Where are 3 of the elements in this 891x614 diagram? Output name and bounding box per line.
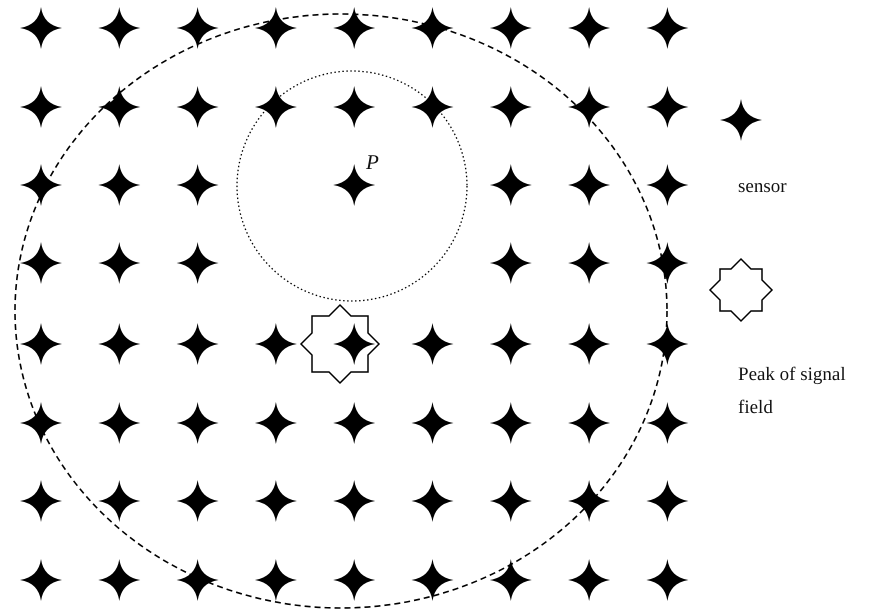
legend-label: sensor xyxy=(738,175,788,199)
legend-label: Peak of signal field xyxy=(738,363,847,420)
point-label: P xyxy=(366,149,379,176)
